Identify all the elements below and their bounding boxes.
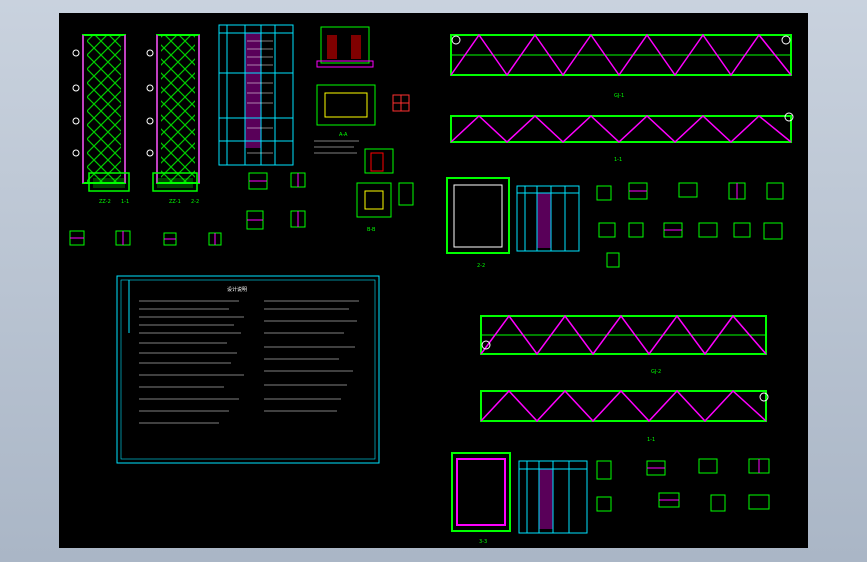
node-details-right-top [596, 182, 784, 268]
cad-drawing-viewport[interactable]: ZZ-2 1-1 ZZ-1 2-2 [59, 13, 808, 548]
truss-bottom-1-label: 1-1 [614, 157, 622, 163]
truss-elevation-top-1: GJ-1 [450, 33, 792, 99]
frame-section-1: 2-2 [446, 177, 510, 269]
truss-elevation-top-2: GJ-2 [480, 314, 767, 375]
truss-section-top-2: 1-1 [480, 389, 769, 443]
foundation-detail-label: B-B [367, 227, 376, 233]
material-table-mid [516, 185, 580, 252]
column-left-label: ZZ-2 [99, 199, 111, 205]
column-left-note: 1-1 [121, 199, 129, 205]
drawing-canvas[interactable]: ZZ-2 1-1 ZZ-1 2-2 [59, 13, 808, 548]
column-elevation-right: ZZ-1 2-2 [146, 34, 200, 205]
node-details-right-bottom [596, 458, 770, 512]
column-elevation-left: ZZ-2 1-1 [72, 34, 130, 205]
frame-1-label: 2-2 [477, 263, 485, 269]
column-right-note: 2-2 [191, 199, 199, 205]
material-table-top [218, 24, 294, 166]
frame-2-label: 3-3 [479, 539, 487, 545]
material-table-bottom [518, 460, 588, 534]
foundation-details: A-A B-B [314, 26, 414, 233]
node-details-left [246, 172, 306, 230]
notes-title: 设计说明 [227, 286, 247, 293]
truss-top-1-label: GJ-1 [614, 93, 624, 99]
design-notes-block: 设计说明 [116, 275, 380, 464]
truss-top-2-label: GJ-2 [651, 369, 661, 375]
truss-section-top-1: 1-1 [450, 112, 794, 163]
foundation-section-label: A-A [339, 132, 348, 138]
column-base-details [69, 230, 222, 246]
column-right-label: ZZ-1 [169, 199, 181, 205]
frame-section-2: 3-3 [451, 452, 511, 545]
truss-bottom-2-label: 1-1 [647, 437, 655, 443]
